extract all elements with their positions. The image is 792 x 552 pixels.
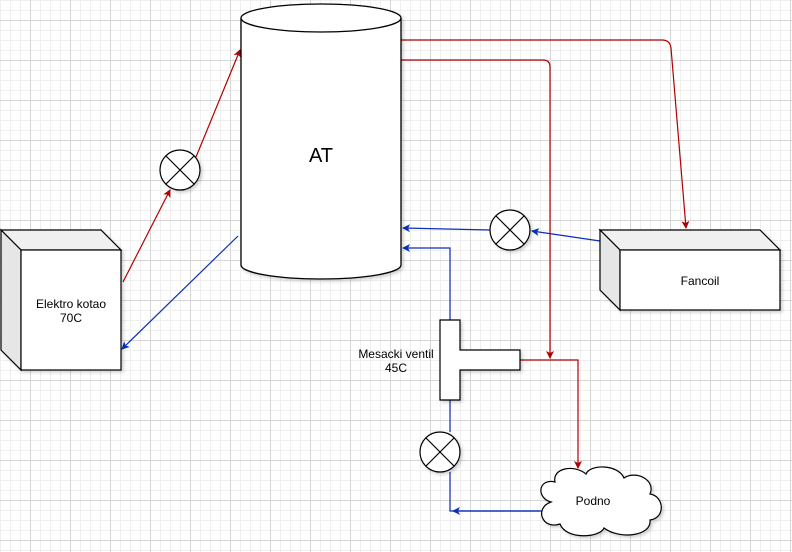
tank-label: AT [309,145,333,167]
tank-at[interactable] [240,3,402,280]
boiler-label-temp: 70C [60,311,82,325]
boiler-to-valve1-pipe[interactable] [122,189,171,283]
pump-icon-fancoil[interactable] [489,209,531,251]
tank-to-mixer-pipe[interactable] [401,59,554,359]
mixing-valve-label-temp: 45C [385,361,407,375]
fancoil-box[interactable] [598,228,782,312]
floor-label: Podno [576,494,611,508]
mixing-valve[interactable] [439,319,521,401]
valve2-to-tank-return[interactable] [402,224,491,233]
return-lines [121,224,601,515]
fancoil-label: Fancoil [681,274,720,288]
mixer-to-floor-pipe[interactable] [520,359,582,469]
pump-icon-boiler[interactable] [159,149,201,191]
mixing-valve-label-name: Mesacki ventil [358,347,433,361]
floor-heating-cloud[interactable] [540,466,662,537]
tank-to-fancoil-pipe[interactable] [401,39,690,229]
valve1-to-tank-pipe[interactable] [195,49,242,158]
pump-icon-floor[interactable] [419,431,461,473]
fancoil-to-valve2-return[interactable] [531,228,601,242]
supply-lines [122,39,690,469]
boiler-box[interactable] [0,228,123,372]
tank-to-boiler-return[interactable] [121,235,239,350]
boiler-label-name: Elektro kotao [36,297,106,311]
floor-to-mixer-return[interactable] [449,472,540,512]
mixer-to-tank-return[interactable] [402,244,451,320]
